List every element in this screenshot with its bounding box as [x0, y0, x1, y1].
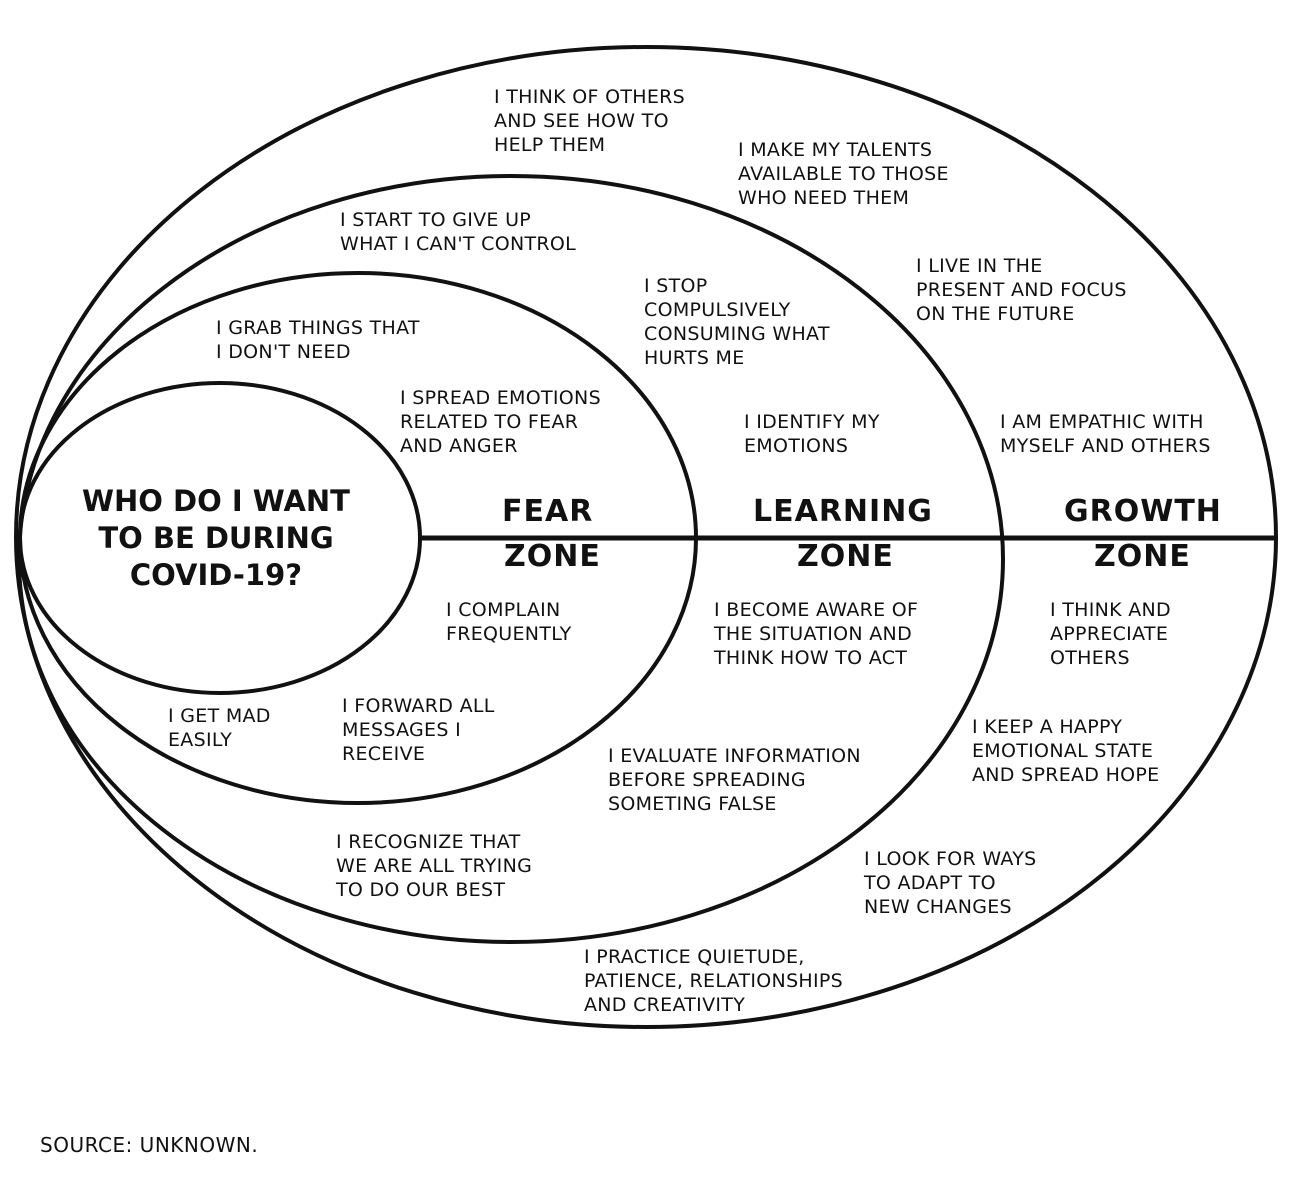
growth-item: I PRACTICE QUIETUDE, PATIENCE, RELATIONS… [584, 946, 844, 1016]
learning-item: I BECOME AWARE OF THE SITUATION AND THIN… [714, 599, 919, 669]
fear-item: I GRAB THINGS THAT I DON'T NEED [216, 317, 420, 363]
growth-item: I MAKE MY TALENTS AVAILABLE TO THOSE WHO… [738, 139, 949, 209]
learning-zone-subtitle: ZONE [797, 539, 894, 574]
learning-item: I IDENTIFY MY EMOTIONS [744, 411, 880, 457]
learning-item: I START TO GIVE UP WHAT I CAN'T CONTROL [340, 209, 577, 255]
growth-item: I AM EMPATHIC WITH MYSELF AND OTHERS [1000, 411, 1211, 457]
fear-zone-subtitle: ZONE [504, 539, 601, 574]
learning-zone-title: LEARNING [753, 494, 933, 529]
fear-item: I COMPLAIN FREQUENTLY [446, 599, 572, 645]
learning-item: I STOP COMPULSIVELY CONSUMING WHAT HURTS… [644, 275, 830, 369]
growth-item: I LOOK FOR WAYS TO ADAPT TO NEW CHANGES [864, 848, 1037, 918]
growth-item: I THINK AND APPRECIATE OTHERS [1050, 599, 1171, 669]
center-question: WHO DO I WANT TO BE DURING COVID-19? [82, 484, 350, 592]
learning-item: I RECOGNIZE THAT WE ARE ALL TRYING TO DO… [336, 831, 533, 901]
growth-zone-title: GROWTH [1064, 494, 1222, 529]
fear-item: I SPREAD EMOTIONS RELATED TO FEAR AND AN… [400, 387, 601, 457]
source-note: SOURCE: UNKNOWN. [40, 1133, 259, 1157]
growth-zone-subtitle: ZONE [1094, 539, 1191, 574]
learning-item: I EVALUATE INFORMATION BEFORE SPREADING … [608, 745, 861, 815]
fear-item: I GET MAD EASILY [168, 705, 271, 751]
fear-zone-title: FEAR [502, 494, 594, 529]
learning-zone-boundary [17, 174, 1005, 944]
fear-item: I FORWARD ALL MESSAGES I RECEIVE [342, 695, 495, 765]
growth-item: I LIVE IN THE PRESENT AND FOCUS ON THE F… [916, 255, 1127, 325]
growth-item: I THINK OF OTHERS AND SEE HOW TO HELP TH… [494, 86, 685, 156]
growth-item: I KEEP A HAPPY EMOTIONAL STATE AND SPREA… [972, 716, 1160, 786]
